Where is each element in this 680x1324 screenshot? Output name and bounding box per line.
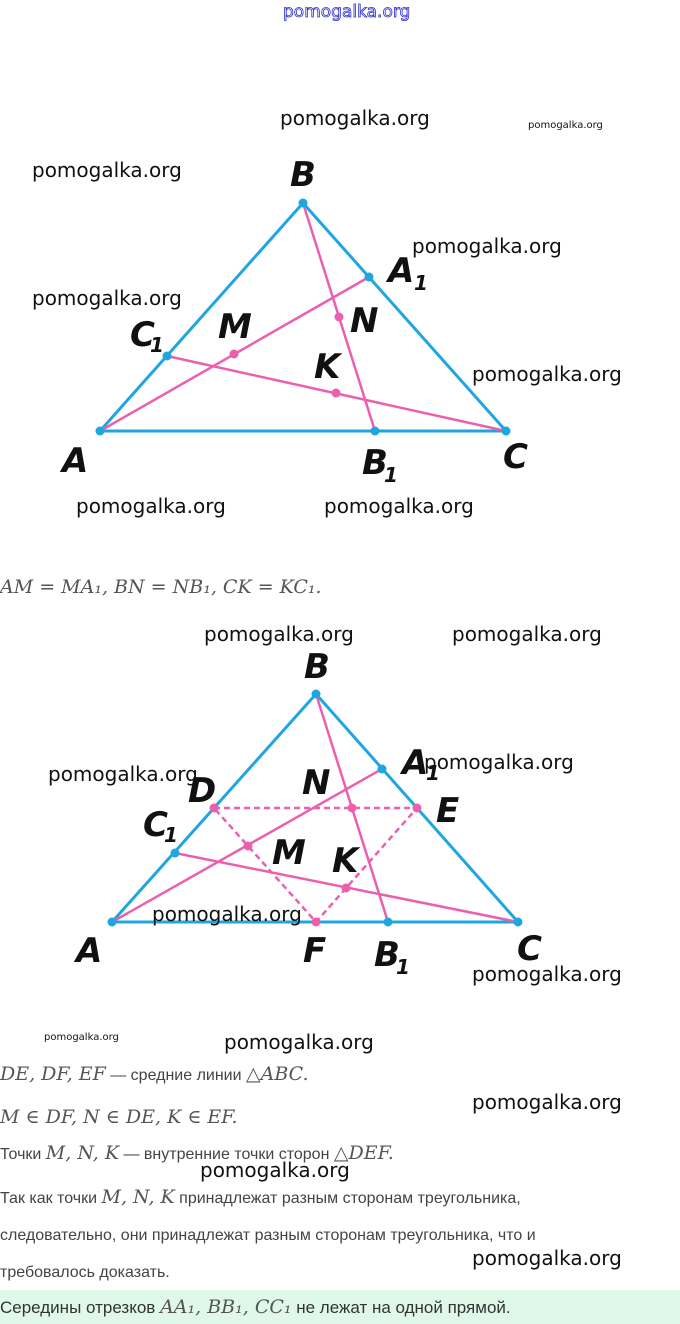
text-line-4: Так как точки M, N, K принадлежат разным…: [0, 1186, 521, 1208]
svg-text:C: C: [143, 805, 168, 845]
watermark: pomogalka.org: [48, 762, 198, 786]
svg-text:B: B: [374, 935, 400, 975]
watermark: pomogalka.org: [412, 234, 562, 258]
svg-text:F: F: [303, 931, 326, 971]
svg-text:K: K: [332, 841, 361, 881]
text-line-5: следовательно, они принадлежат разным ст…: [0, 1227, 536, 1244]
formula-medians: AM = MA₁, BN = NB₁, CK = KC₁.: [0, 576, 322, 598]
watermark: pomogalka.org: [472, 1090, 622, 1114]
svg-text:1: 1: [164, 823, 178, 847]
watermark: pomogalka.org: [200, 1158, 350, 1182]
text-line-6: требовалось доказать.: [0, 1264, 170, 1281]
watermark: pomogalka.org: [283, 2, 411, 23]
svg-text:K: K: [314, 347, 343, 387]
watermark: pomogalka.org: [204, 622, 354, 646]
answer-text: Середины отрезков AA₁, BB₁, CC₁ не лежат…: [0, 1296, 511, 1318]
svg-text:1: 1: [396, 955, 410, 979]
text-line-3: Точки M, N, K — внутренние точки сторон …: [0, 1142, 394, 1164]
watermark: pomogalka.org: [32, 286, 182, 310]
svg-text:N: N: [350, 301, 378, 341]
svg-text:1: 1: [414, 271, 428, 295]
svg-text:1: 1: [384, 463, 398, 487]
watermark: pomogalka.org: [472, 362, 622, 386]
svg-text:E: E: [436, 791, 459, 831]
svg-text:C: C: [130, 315, 155, 355]
svg-text:M: M: [272, 833, 306, 873]
watermark: pomogalka.org: [76, 494, 226, 518]
svg-text:B: B: [290, 155, 316, 195]
watermark: pomogalka.org: [32, 158, 182, 182]
svg-text:A: A: [59, 441, 88, 481]
svg-text:N: N: [302, 763, 330, 803]
watermark: pomogalka.org: [528, 120, 603, 131]
watermark: pomogalka.org: [152, 902, 302, 926]
watermark: pomogalka.org: [452, 622, 602, 646]
watermark: pomogalka.org: [424, 750, 574, 774]
watermark: pomogalka.org: [224, 1030, 374, 1054]
svg-text:A: A: [399, 743, 428, 783]
svg-text:B: B: [304, 647, 330, 687]
svg-text:D: D: [188, 771, 216, 811]
svg-text:A: A: [73, 931, 102, 971]
triangle-diagram-2: B A1 D E N C1 M K A F B1 C: [73, 647, 542, 979]
watermark: pomogalka.org: [472, 962, 622, 986]
text-line-2: M ∈ DF, N ∈ DE, K ∈ EF.: [0, 1106, 238, 1128]
svg-text:M: M: [218, 307, 252, 347]
svg-text:1: 1: [150, 333, 164, 357]
watermark: pomogalka.org: [44, 1032, 119, 1043]
svg-text:1: 1: [426, 761, 440, 785]
answer-box: [0, 1290, 680, 1324]
svg-text:C: C: [503, 437, 528, 477]
watermark: pomogalka.org: [324, 494, 474, 518]
text-line-1: DE, DF, EF — средние линии △ABC.: [0, 1063, 309, 1085]
svg-text:A: A: [385, 251, 414, 291]
svg-text:C: C: [517, 929, 542, 969]
watermark: pomogalka.org: [280, 106, 430, 130]
watermark: pomogalka.org: [472, 1246, 622, 1270]
svg-text:B: B: [362, 443, 388, 483]
